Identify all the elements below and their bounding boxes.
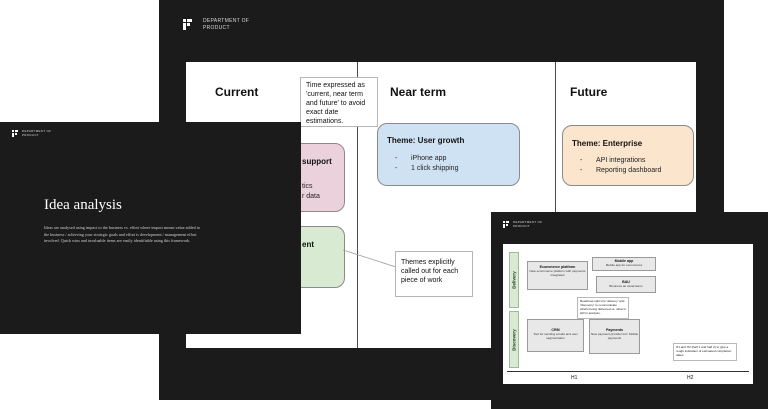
theme-title: ent <box>302 240 314 249</box>
column-title-current: Current <box>215 85 259 99</box>
column-divider <box>357 62 358 348</box>
card-payments: Payments New payment provider incl. Mobi… <box>589 319 640 354</box>
slide-title: Idea analysis <box>44 197 122 213</box>
theme-item: API integrations <box>580 156 661 166</box>
theme-title: support <box>302 157 332 166</box>
theme-items: tics r data <box>302 183 320 200</box>
lane-delivery: Delivery <box>509 252 519 308</box>
callout-themes: Themes explicitly called out for each pi… <box>395 251 473 297</box>
theme-item: Reporting dashboard <box>580 166 661 176</box>
column-title-future: Future <box>570 85 608 99</box>
department-logo-icon <box>12 130 18 137</box>
axis-label-h1: H1 <box>571 375 578 381</box>
note-h1-h2: H1 and H2 (half 1 and half 2) to give a … <box>673 343 737 361</box>
card-mobile-app: Mobile app Mobile app for ecommerce <box>592 257 656 271</box>
department-logo-icon <box>183 19 192 30</box>
note-delivery-discovery: Roadmap split into 'delivery' and 'disco… <box>577 297 629 319</box>
theme-title: Theme: User growth <box>387 136 465 145</box>
theme-items: API integrations Reporting dashboard <box>580 156 661 176</box>
theme-item: iPhone app <box>395 154 458 164</box>
department-logo-text: DEPARTMENT OF PRODUCT <box>203 18 250 31</box>
theme-items: iPhone app 1 click shipping <box>395 154 458 174</box>
department-logo-text: DEPARTMENT OF PRODUCT <box>22 129 52 137</box>
column-title-near-term: Near term <box>390 85 447 99</box>
card-crm: CRM Tool for sending emails and user seg… <box>527 319 584 352</box>
department-logo-text: DEPARTMENT OF PRODUCT <box>513 220 543 228</box>
card-bau: BAU Business as usual items <box>596 276 656 293</box>
idea-analysis-slide: DEPARTMENT OF PRODUCT Idea analysis Idea… <box>0 122 301 334</box>
lane-discovery: Discovery <box>509 311 519 368</box>
callout-time-expression: Time expressed as 'current, near term an… <box>300 77 378 127</box>
column-divider <box>555 62 556 348</box>
delivery-discovery-board: Delivery Discovery Ecommerce platform Ne… <box>503 244 753 384</box>
axis-label-h2: H2 <box>687 375 694 381</box>
theme-box-enterprise: Theme: Enterprise API integrations Repor… <box>562 125 694 186</box>
department-logo-icon <box>503 221 509 228</box>
slide-description: Ideas are analysed using impact to the b… <box>44 225 200 244</box>
theme-title: Theme: Enterprise <box>572 139 643 148</box>
theme-item: 1 click shipping <box>395 164 458 174</box>
theme-box-user-growth: Theme: User growth iPhone app 1 click sh… <box>377 123 520 186</box>
timeline-axis <box>507 371 749 372</box>
card-ecommerce-platform: Ecommerce platform New ecommerce platfor… <box>527 261 588 290</box>
